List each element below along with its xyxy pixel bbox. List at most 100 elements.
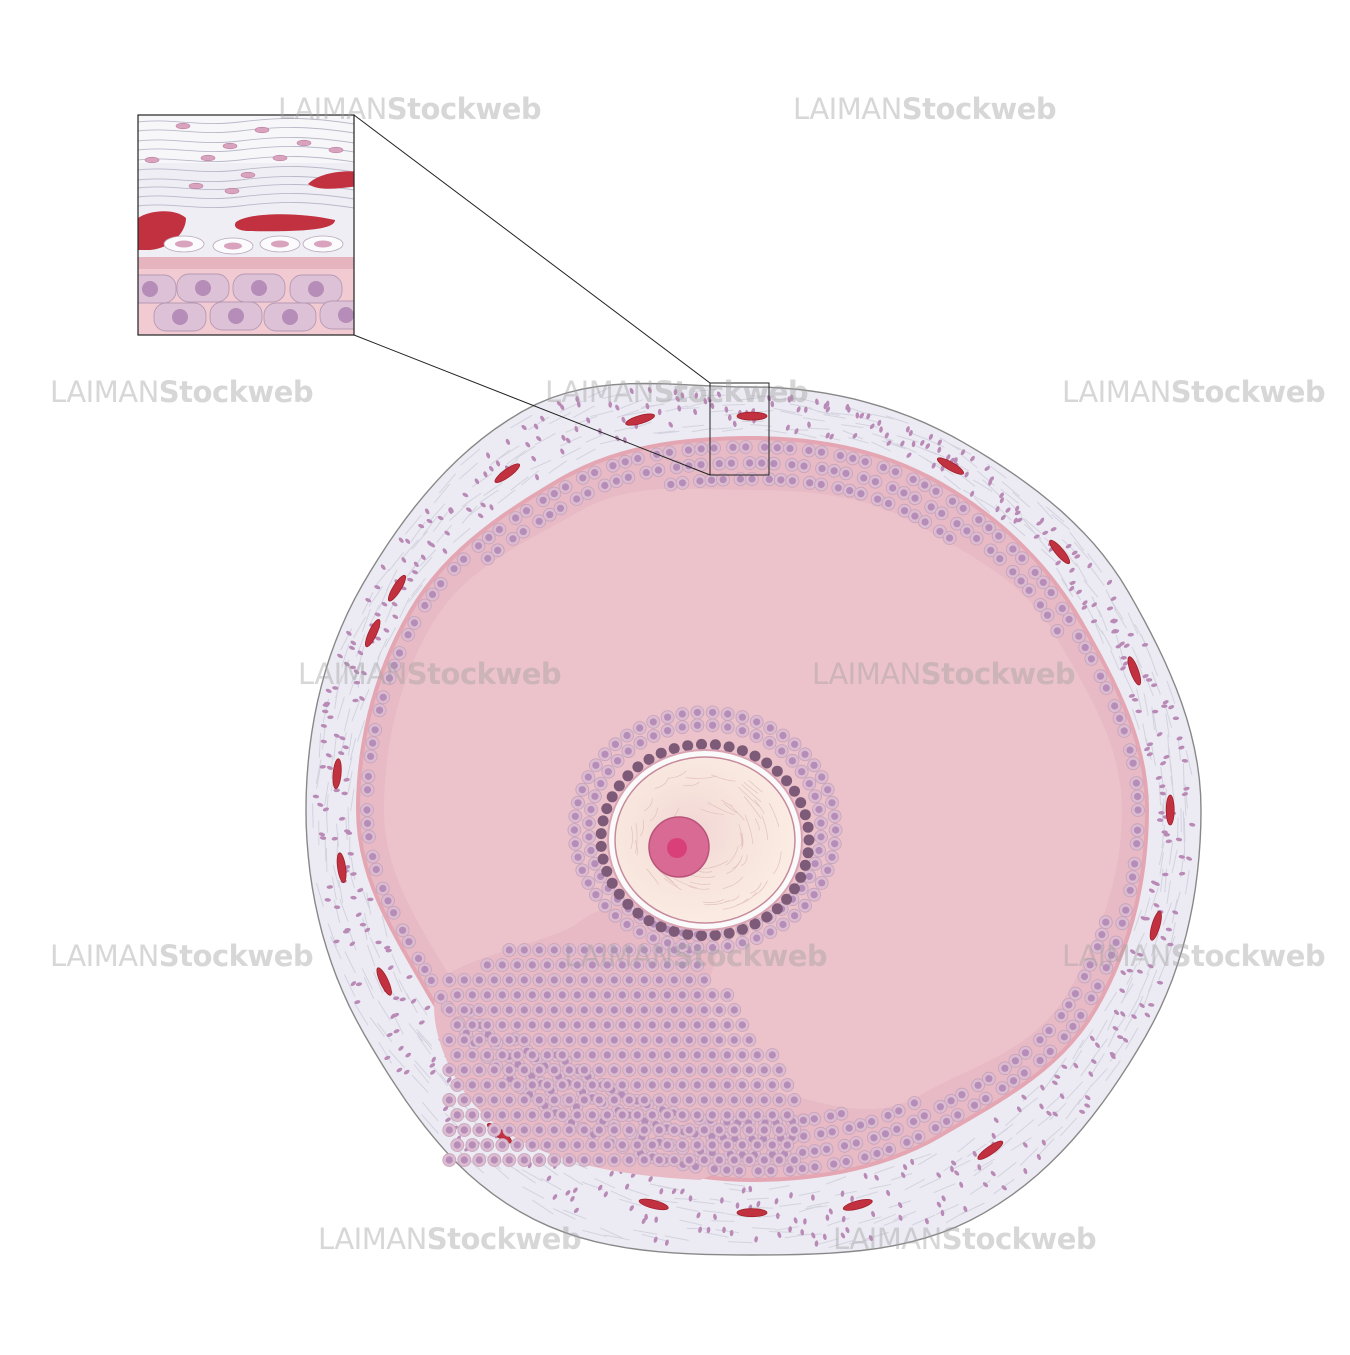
- granulosa-nucleus: [476, 1126, 483, 1133]
- granulosa-nucleus: [739, 1081, 746, 1088]
- granulosa-nucleus: [742, 443, 749, 450]
- theca-nucleus: [1136, 710, 1142, 714]
- granulosa-nucleus: [581, 1036, 588, 1043]
- granulosa-nucleus: [729, 444, 736, 451]
- granulosa-nucleus: [791, 912, 798, 919]
- granulosa-nucleus: [475, 542, 482, 549]
- granulosa-nucleus: [922, 518, 929, 525]
- granulosa-nucleus: [737, 476, 744, 483]
- theca-interna-nucleus: [314, 241, 332, 248]
- granulosa-nucleus: [649, 961, 656, 968]
- granulosa-nucleus: [1037, 1057, 1044, 1064]
- granulosa-nucleus: [694, 1141, 701, 1148]
- granulosa-nucleus: [506, 1156, 513, 1163]
- granulosa-nucleus: [716, 1096, 723, 1103]
- granulosa-nucleus: [701, 976, 708, 983]
- granulosa-nucleus: [696, 477, 703, 484]
- granulosa-nucleus: [428, 977, 435, 984]
- granulosa-nucleus: [812, 793, 819, 800]
- granulosa-nucleus: [491, 1156, 498, 1163]
- granulosa-nucleus: [818, 879, 825, 886]
- granulosa-nucleus: [767, 1167, 774, 1174]
- granulosa-nucleus: [686, 1036, 693, 1043]
- granulosa-nucleus: [709, 1081, 716, 1088]
- granulosa-nucleus: [649, 1021, 656, 1028]
- granulosa-nucleus: [591, 469, 598, 476]
- granulosa-nucleus: [589, 961, 596, 968]
- granulosa-nucleus: [671, 1126, 678, 1133]
- granulosa-nucleus: [604, 961, 611, 968]
- granulosa-nucleus: [611, 946, 618, 953]
- corona-nucleus: [789, 786, 800, 797]
- granulosa-nucleus: [613, 478, 620, 485]
- stroma-nucleus: [329, 147, 343, 153]
- granulosa-nucleus: [581, 1006, 588, 1013]
- granulosa-nucleus: [701, 1006, 708, 1013]
- granulosa-nucleus: [476, 1006, 483, 1013]
- granulosa-nucleus: [612, 741, 619, 748]
- granulosa-nucleus: [596, 1096, 603, 1103]
- granulosa-nucleus: [824, 786, 831, 793]
- granulosa-nucleus: [373, 866, 380, 873]
- granulosa-nucleus: [559, 1021, 566, 1028]
- granulosa-nucleus: [829, 1128, 836, 1135]
- corona-nucleus: [596, 828, 607, 839]
- granulosa-nucleus: [937, 1103, 944, 1110]
- granulosa-nucleus: [679, 1021, 686, 1028]
- granulosa-nucleus: [536, 976, 543, 983]
- granulosa-nucleus: [476, 1036, 483, 1043]
- stroma-nucleus: [241, 172, 255, 178]
- granulosa-nucleus: [484, 961, 491, 968]
- granulosa-nucleus: [724, 1021, 731, 1028]
- granulosa-nucleus: [484, 1081, 491, 1088]
- magnified-inset: [124, 115, 372, 335]
- granulosa-nucleus: [536, 1006, 543, 1013]
- granulosa-nucleus: [694, 1021, 701, 1028]
- corona-nucleus: [614, 780, 625, 791]
- granulosa-nucleus: [873, 1150, 880, 1157]
- granulosa-nucleus: [506, 1126, 513, 1133]
- granulosa-nucleus: [469, 1051, 476, 1058]
- granulosa-nucleus: [801, 902, 808, 909]
- granulosa-nucleus: [928, 503, 935, 510]
- granulosa-nucleus: [636, 928, 643, 935]
- granulosa-nucleus: [581, 946, 588, 953]
- blood-vessel: [737, 412, 767, 420]
- granulosa-nucleus: [817, 1130, 824, 1137]
- granulosa-nucleus: [574, 854, 581, 861]
- theca-fiber: [313, 803, 314, 828]
- granulosa-nucleus: [1021, 1069, 1028, 1076]
- granulosa-nucleus: [1088, 995, 1095, 1002]
- granulosa-nucleus: [739, 939, 746, 946]
- corona-nucleus: [803, 822, 814, 833]
- granulosa-nucleus: [491, 976, 498, 983]
- granulosa-nucleus: [589, 1051, 596, 1058]
- granulosa-nucleus: [506, 1006, 513, 1013]
- granulosa-nucleus: [521, 1066, 528, 1073]
- granulosa-nucleus: [739, 1111, 746, 1118]
- granulosa-nucleus: [491, 1126, 498, 1133]
- granulosa-nucleus: [367, 753, 374, 760]
- granulosa-nucleus: [544, 1111, 551, 1118]
- granulosa-nucleus: [842, 470, 849, 477]
- granulosa-nucleus: [746, 1096, 753, 1103]
- granulosa-nucleus: [769, 1051, 776, 1058]
- corona-nucleus: [696, 739, 707, 750]
- granulosa-nucleus: [1122, 907, 1129, 914]
- granulosa-nucleus: [585, 820, 592, 827]
- granulosa-nucleus: [536, 518, 543, 525]
- granulosa-nucleus: [559, 1051, 566, 1058]
- granulosa-nucleus: [592, 762, 599, 769]
- granulosa-nucleus: [650, 718, 657, 725]
- granulosa-nucleus: [379, 885, 386, 892]
- granulosa-nucleus: [701, 1066, 708, 1073]
- granulosa-nucleus: [716, 1006, 723, 1013]
- granulosa-nucleus: [514, 1051, 521, 1058]
- granulosa-nucleus: [938, 510, 945, 517]
- granulosa-nucleus: [656, 976, 663, 983]
- granulosa-nucleus: [551, 1156, 558, 1163]
- granulosa-nucleus: [779, 732, 786, 739]
- granulosa-nucleus: [365, 773, 372, 780]
- granulosa-nucleus: [506, 1066, 513, 1073]
